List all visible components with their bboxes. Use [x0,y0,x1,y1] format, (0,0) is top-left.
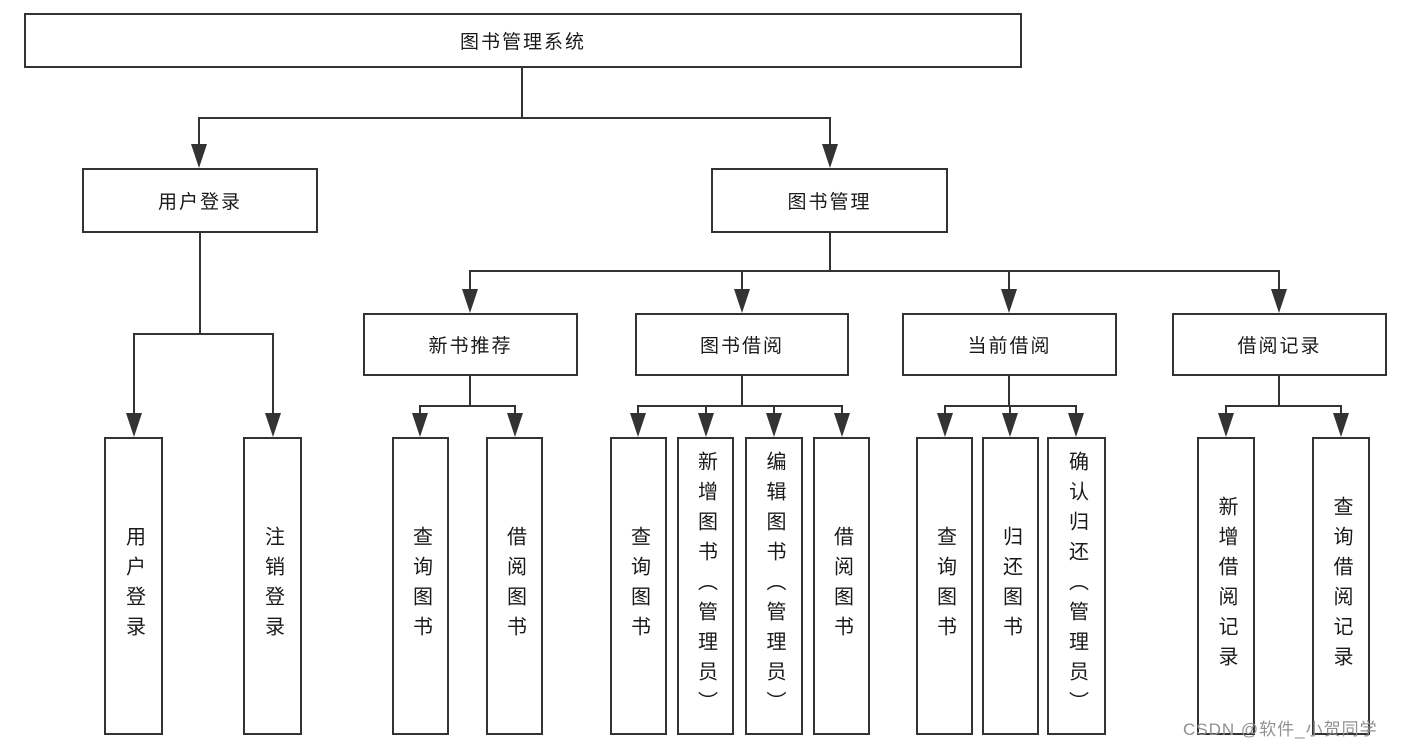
connector-line [1009,405,1011,415]
node-current-borrowing: 当前借阅 [902,313,1117,376]
leaf-borrow-books-recommend: 借阅图书 [486,437,543,735]
connector-line [1075,405,1077,415]
leaf-edit-books-admin-label: 编辑图书（管理员） [763,451,785,721]
leaf-add-borrow-record-label: 新增借阅记录 [1215,496,1237,676]
arrow-down-icon [630,413,646,437]
connector-line [469,270,471,292]
connector-line [944,405,946,415]
connector-line [637,405,843,407]
connector-line [829,117,831,147]
connector-line [133,333,274,335]
arrow-down-icon [698,413,714,437]
connector-line [1278,376,1280,407]
watermark: CSDN @软件_小贺同学 [1183,720,1378,739]
connector-line [419,405,421,415]
node-book-management: 图书管理 [711,168,948,233]
node-new-book-recommendation: 新书推荐 [363,313,578,376]
arrow-down-icon [1002,413,1018,437]
leaf-add-books-admin-label: 新增图书（管理员） [694,451,717,721]
leaf-query-books-borrowing-label: 查询图书 [627,526,650,646]
connector-line [741,270,743,292]
arrow-down-icon [462,289,478,313]
node-library-management-system: 图书管理系统 [24,13,1022,68]
connector-line [1225,405,1342,407]
connector-line [841,405,843,415]
arrow-down-icon [734,289,750,313]
leaf-query-books-current: 查询图书 [916,437,973,735]
arrow-down-icon [766,413,782,437]
arrow-down-icon [265,413,281,437]
arrow-down-icon [191,144,207,168]
connector-line [272,333,274,415]
arrow-down-icon [1068,413,1084,437]
node-book-borrowing: 图书借阅 [635,313,849,376]
connector-line [133,333,135,415]
arrow-down-icon [1001,289,1017,313]
connector-line [198,117,200,147]
node-user-login: 用户登录 [82,168,318,233]
node-borrowing-records: 借阅记录 [1172,313,1387,376]
leaf-confirm-return-admin: 确认归还（管理员） [1047,437,1106,735]
arrow-down-icon [1218,413,1234,437]
arrow-down-icon [822,144,838,168]
leaf-query-borrow-record-label: 查询借阅记录 [1330,496,1352,676]
leaf-query-borrow-record: 查询借阅记录 [1312,437,1370,735]
leaf-borrow-books-borrowing: 借阅图书 [813,437,870,735]
leaf-confirm-return-admin-label: 确认归还（管理员） [1065,451,1088,721]
leaf-user-login: 用户登录 [104,437,163,735]
leaf-edit-books-admin: 编辑图书（管理员） [745,437,803,735]
leaf-return-books: 归还图书 [982,437,1039,735]
connector-line [1008,270,1010,292]
arrow-down-icon [1333,413,1349,437]
connector-line [419,405,516,407]
leaf-logout-login-label: 注销登录 [261,526,284,646]
connector-line [829,233,831,272]
arrow-down-icon [937,413,953,437]
leaf-add-borrow-record: 新增借阅记录 [1197,437,1255,735]
leaf-return-books-label: 归还图书 [999,526,1022,646]
connector-line [741,376,743,407]
leaf-query-books-recommend-label: 查询图书 [409,526,432,646]
leaf-add-books-admin: 新增图书（管理员） [677,437,734,735]
connector-line [773,405,775,415]
connector-line [1340,405,1342,415]
arrow-down-icon [507,413,523,437]
connector-line [469,270,1280,272]
connector-line [1008,376,1010,407]
connector-line [637,405,639,415]
leaf-user-login-label: 用户登录 [122,526,145,646]
leaf-borrow-books-recommend-label: 借阅图书 [503,526,526,646]
connector-line [521,66,523,118]
connector-line [514,405,516,415]
leaf-logout-login: 注销登录 [243,437,302,735]
arrow-down-icon [834,413,850,437]
connector-line [1225,405,1227,415]
leaf-query-books-recommend: 查询图书 [392,437,449,735]
arrow-down-icon [412,413,428,437]
connector-line [705,405,707,415]
connector-line [1278,270,1280,292]
arrow-down-icon [1271,289,1287,313]
leaf-query-books-borrowing: 查询图书 [610,437,667,735]
leaf-borrow-books-borrowing-label: 借阅图书 [830,526,853,646]
arrow-down-icon [126,413,142,437]
connector-line [199,233,201,335]
connector-line [198,117,831,119]
leaf-query-books-current-label: 查询图书 [933,526,956,646]
connector-line [469,376,471,407]
